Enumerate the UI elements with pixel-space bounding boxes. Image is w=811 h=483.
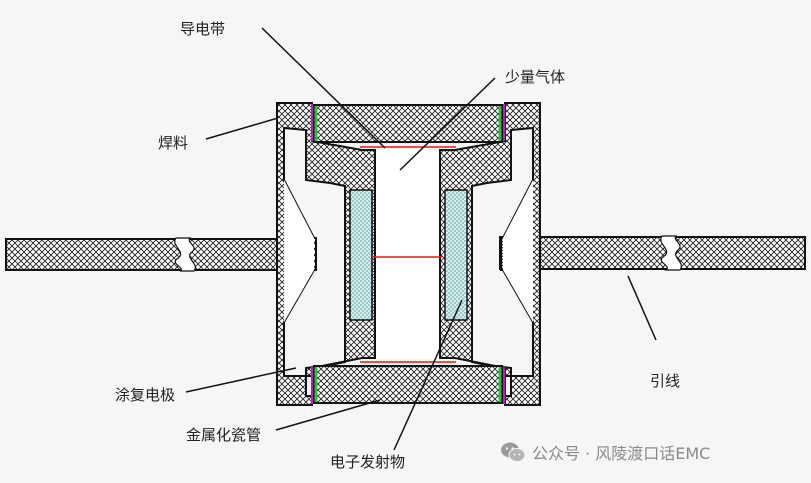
- leader-solder: [205, 117, 279, 140]
- label-solder: 焊料: [158, 134, 189, 152]
- label-lead-wire: 引线: [650, 372, 681, 390]
- wechat-icon: [501, 442, 526, 462]
- leader-conductive-strip: [261, 27, 386, 149]
- left-cap-void: [284, 180, 314, 322]
- label-small-gas: 少量气体: [505, 68, 566, 86]
- left-lead-wire: [5, 238, 317, 271]
- right-emitter: [444, 189, 468, 321]
- left-emitter: [349, 189, 373, 321]
- leader-coated-electrode: [185, 367, 297, 393]
- right-cap-void: [503, 180, 533, 322]
- label-metallized-ceramic-tube: 金属化瓷管: [186, 426, 262, 444]
- right-wire-break: [660, 235, 682, 271]
- gas-cavity: [376, 150, 439, 358]
- left-wire-break: [174, 237, 196, 272]
- ceramic-tube-top: [313, 104, 503, 143]
- label-electron-emitter: 电子发射物: [330, 453, 406, 471]
- label-conductive-strip: 导电带: [180, 20, 226, 38]
- leader-electron-emitter: [393, 299, 463, 451]
- label-coated-electrode: 涂复电极: [115, 386, 176, 404]
- watermark-text: 公众号 · 风陵渡口话EMC: [532, 444, 711, 463]
- right-lead-wire: [499, 236, 806, 270]
- ceramic-tube-bottom: [313, 365, 503, 404]
- leader-metallized-ceramic: [275, 399, 381, 431]
- leader-small-gas: [399, 77, 496, 171]
- leader-lead-wire: [627, 275, 657, 341]
